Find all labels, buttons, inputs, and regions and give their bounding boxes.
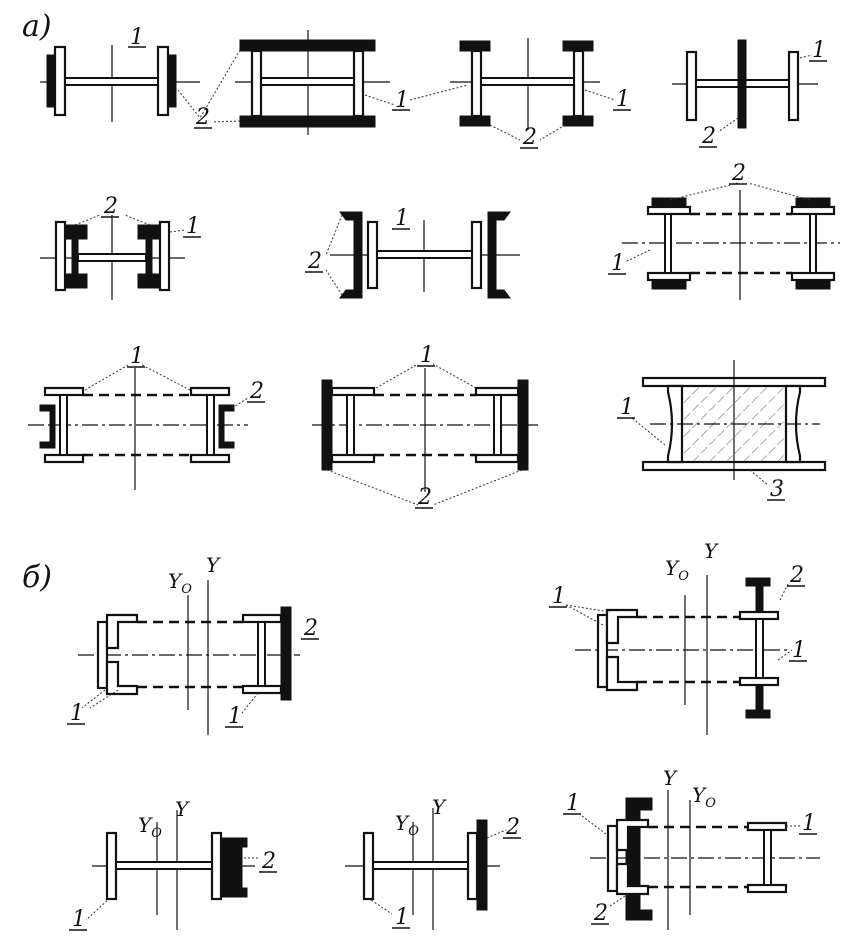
label-a7-2: 2 bbox=[731, 161, 746, 186]
label-a5-1: 1 bbox=[186, 214, 200, 239]
label-a8-2: 2 bbox=[249, 379, 264, 404]
label-b5-1-left: 1 bbox=[566, 791, 580, 816]
section-label-a: а) bbox=[22, 9, 52, 44]
label-b2-1-left: 1 bbox=[552, 584, 566, 609]
label-a6-2: 2 bbox=[307, 249, 322, 274]
section-a3: 1 2 bbox=[409, 38, 631, 150]
section-a8: 1 2 bbox=[28, 344, 265, 490]
label-b4-1: 1 bbox=[395, 905, 409, 930]
label-a10-1: 1 bbox=[620, 395, 634, 420]
label-a8-1: 1 bbox=[130, 344, 144, 369]
label-b5-2: 2 bbox=[593, 901, 608, 926]
label-b5-1-right: 1 bbox=[802, 811, 816, 836]
label-a4-1: 1 bbox=[812, 38, 826, 63]
axis-y0-b5: YO bbox=[692, 783, 716, 811]
label-a-2-left: 2 bbox=[195, 105, 210, 130]
section-a9: 1 2 bbox=[312, 343, 538, 510]
section-b2: YO Y 1 2 1 bbox=[549, 539, 807, 735]
label-a5-2: 2 bbox=[103, 194, 118, 219]
label-a6-1: 1 bbox=[395, 206, 409, 231]
label-b1-1-right: 1 bbox=[228, 704, 242, 729]
label-a1-1: 1 bbox=[130, 25, 144, 50]
label-a10-3: 3 bbox=[770, 477, 784, 502]
label-a3-1: 1 bbox=[616, 87, 630, 112]
axis-y-b1: Y bbox=[206, 553, 221, 577]
section-a6: 1 2 bbox=[305, 206, 520, 299]
label-b4-2: 2 bbox=[505, 815, 520, 840]
section-a4: 1 2 bbox=[672, 38, 827, 149]
section-a1: 1 bbox=[40, 25, 201, 122]
axis-y-b5: Y bbox=[663, 766, 678, 790]
label-a3-2: 2 bbox=[522, 125, 537, 150]
section-b1: YO Y 1 1 2 bbox=[67, 553, 319, 735]
axis-y-b4: Y bbox=[432, 795, 447, 819]
section-b3: YO Y 1 2 bbox=[69, 797, 277, 932]
section-b5: Y YO 1 2 1 bbox=[563, 766, 820, 930]
axis-y0-b1: YO bbox=[168, 569, 192, 597]
label-b2-1-right: 1 bbox=[792, 638, 806, 663]
section-a5: 2 1 bbox=[40, 194, 201, 300]
label-b3-2: 2 bbox=[261, 849, 276, 874]
label-a9-1: 1 bbox=[420, 343, 434, 368]
section-b4: YO Y 1 2 bbox=[345, 795, 521, 930]
axis-y-b2: Y bbox=[704, 539, 719, 563]
label-b1-1-left: 1 bbox=[70, 701, 84, 726]
section-a7: 2 1 bbox=[608, 161, 840, 300]
section-a2: 2 1 bbox=[194, 30, 410, 135]
label-b3-1: 1 bbox=[72, 907, 86, 932]
label-a2-1: 1 bbox=[395, 88, 409, 113]
axis-y-b3: Y bbox=[175, 797, 190, 821]
axis-y0-b2: YO bbox=[665, 556, 689, 584]
section-label-b: б) bbox=[22, 560, 52, 595]
label-a4-2: 2 bbox=[701, 124, 716, 149]
section-a10: 1 3 bbox=[617, 360, 827, 502]
label-b1-2: 2 bbox=[303, 616, 318, 641]
axis-y0-b3: YO bbox=[138, 813, 162, 841]
label-a7-1: 1 bbox=[611, 251, 625, 276]
label-b2-2: 2 bbox=[789, 563, 804, 588]
label-a9-2: 2 bbox=[417, 485, 432, 510]
axis-y0-b4: YO bbox=[395, 811, 419, 839]
